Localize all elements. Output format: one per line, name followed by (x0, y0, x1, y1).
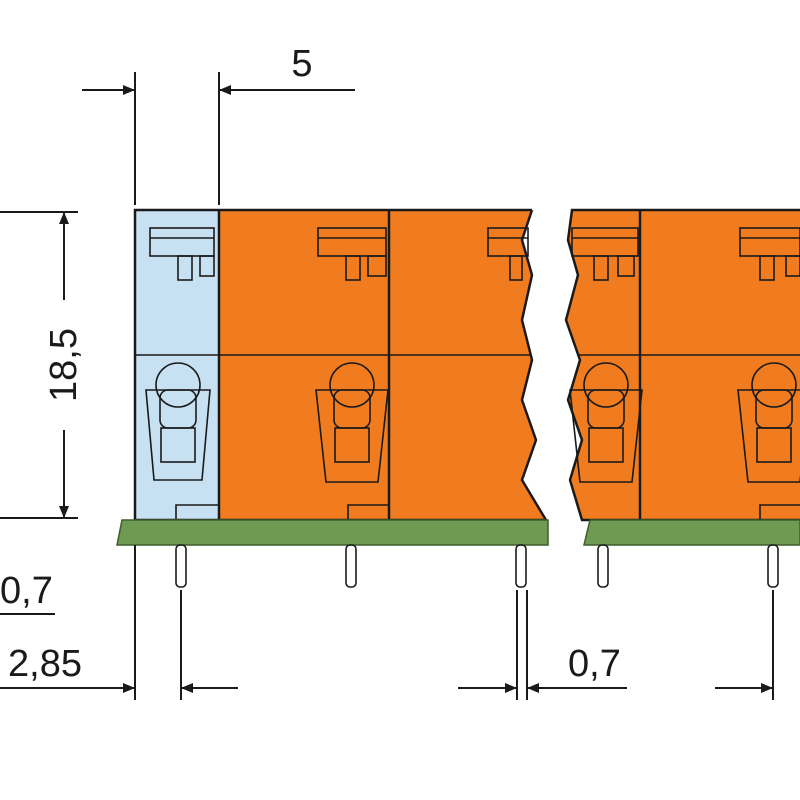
pin-width-label: 0,7 (0, 570, 53, 612)
solder-pin-3 (515, 544, 527, 588)
solder-pin-1 (175, 544, 187, 588)
dimension-pin-width-right: 0,7 (458, 590, 627, 700)
push-button-1 (145, 362, 211, 481)
dimension-pin-width: 0,7 (0, 570, 55, 615)
solder-pin-2 (345, 544, 357, 588)
housing-module-2 (389, 210, 546, 520)
entry-slot-3 (487, 227, 529, 281)
height-label: 18,5 (43, 328, 85, 402)
push-button-2 (315, 362, 389, 483)
pcb-right (583, 519, 800, 546)
pin-offset-label: 2,85 (8, 643, 82, 685)
solder-pin-5 (767, 544, 779, 588)
right-block-outline (564, 208, 800, 522)
indicator-yellow-5 (756, 427, 792, 463)
indicator-yellow-4 (588, 427, 624, 463)
dimension-height: 18,5 (0, 211, 85, 519)
push-button-4 (569, 362, 643, 483)
dimension-right-edge (715, 590, 774, 700)
end-plate (135, 210, 219, 520)
entry-slot-2 (317, 227, 387, 281)
pcb-left (116, 519, 549, 546)
pitch-label: 5 (291, 43, 312, 85)
indicator-yellow-2 (334, 427, 370, 463)
pin-width-right-label: 0,7 (568, 643, 621, 685)
entry-slot-1 (149, 227, 215, 281)
entry-slot-4 (571, 227, 639, 281)
solder-pin-4 (597, 544, 609, 588)
entry-slot-5 (739, 227, 800, 281)
dimension-pitch: 5 (82, 43, 355, 205)
indicator-yellow-1 (160, 427, 196, 463)
dimension-pin-offset: 2,85 (0, 545, 238, 700)
push-button-5 (737, 362, 800, 483)
